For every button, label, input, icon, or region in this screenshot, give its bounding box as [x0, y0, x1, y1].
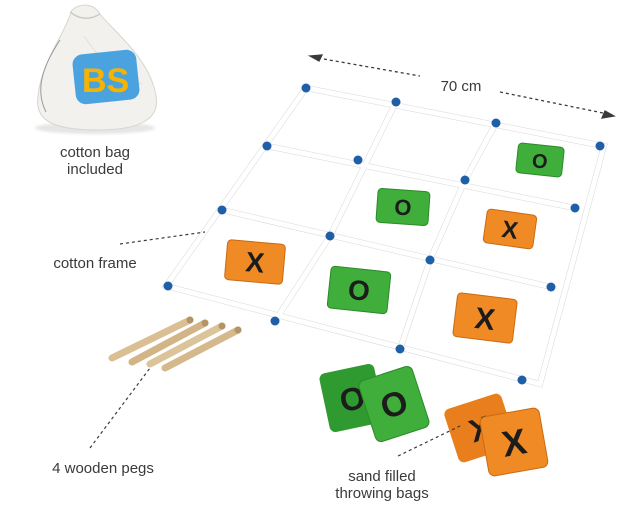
leader-lines: [89, 231, 463, 457]
svg-text:O: O: [346, 274, 371, 307]
dimension-label: 70 cm: [440, 78, 482, 95]
svg-text:X: X: [500, 216, 520, 245]
bean-bag-6: X: [452, 292, 518, 344]
wooden-pegs-label: 4 wooden pegs: [52, 460, 154, 477]
svg-text:O: O: [394, 194, 413, 220]
throwing-bags-label: sand filled throwing bags: [312, 468, 452, 502]
dimension-arrow: [307, 54, 616, 119]
bag-logo: BS: [82, 62, 129, 100]
green-bag-stack: O O: [319, 363, 430, 443]
svg-text:X: X: [473, 302, 497, 337]
bean-bag-1: O: [515, 142, 565, 178]
cotton-frame: [161, 84, 608, 388]
cotton-bag-label: cotton bag included: [40, 144, 150, 178]
cotton-bag-label-line1: cotton bag: [59, 144, 131, 161]
throwing-bags-label-line1: sand filled: [348, 468, 416, 485]
bean-bag-4: X: [224, 239, 286, 285]
bean-bag-3: X: [482, 208, 538, 250]
bean-bag-2: O: [375, 187, 431, 227]
cotton-bag-label-line2: included: [67, 161, 123, 178]
orange-bag-stack: X X: [444, 393, 549, 477]
wooden-pegs: [108, 316, 242, 372]
cotton-frame-label: cotton frame: [53, 255, 137, 272]
bean-bag-5: O: [326, 265, 392, 315]
throwing-bags-label-line2: throwing bags: [335, 485, 429, 502]
frame-knots: [163, 83, 605, 385]
svg-text:X: X: [244, 246, 266, 279]
cotton-bag: BS: [35, 4, 158, 134]
svg-text:O: O: [531, 150, 549, 174]
